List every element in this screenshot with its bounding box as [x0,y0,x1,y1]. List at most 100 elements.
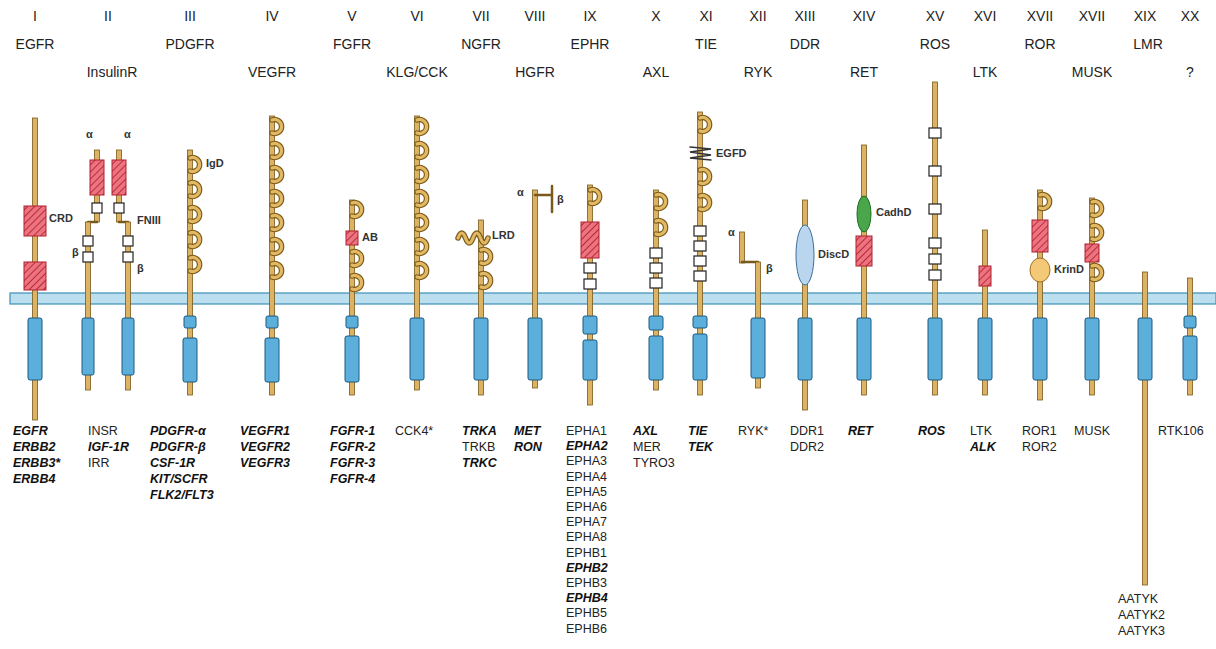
gene-name: PDGFR-α [150,424,206,438]
ig-loop-outline [1092,202,1102,216]
family-name: TIE [695,36,717,52]
gene-name: VEGFR2 [240,440,290,454]
ig-loop [272,264,282,278]
kinase-domain [1183,336,1197,380]
gene-name: AATYK3 [1118,624,1165,638]
ig-loop-outline [417,240,427,254]
fibronectin-domain [694,256,706,266]
gene-name: TEK [688,440,713,454]
family-number: III [184,8,196,24]
gene-name: EPHA7 [566,515,607,529]
fibronectin-domain [929,270,941,280]
fibronectin-domain [929,238,941,248]
kinase-domain [266,316,278,328]
family-name: HGFR [515,64,555,80]
ig-loop-outline [352,276,362,290]
ig-loop-outline [272,264,282,278]
cysteine-rich-domain [24,262,46,290]
fibronectin-domain [92,203,102,213]
kinase-domain [410,318,424,380]
kringle-domain [1030,258,1050,282]
ig-loop [190,258,200,272]
ig-loop-outline [417,144,427,158]
kinase-domain [751,318,765,378]
gene-name: MUSK [1074,424,1110,438]
cysteine-rich-domain [856,236,872,266]
family-number: XII [749,8,766,24]
cysteine-rich-domain [1085,244,1099,262]
ig-loop-outline [417,264,427,278]
domain-label: EGFD [716,147,747,160]
ig-loop-outline [272,120,282,134]
fibronectin-domain [694,271,706,281]
gene-name: IRR [88,456,110,470]
ig-loop-outline [590,190,600,204]
domain-label: β [137,262,144,275]
domain-label: β [557,193,564,206]
gene-name: LTK [970,424,992,438]
family-number: X [651,8,660,24]
fibronectin-domain [114,203,124,213]
disulfide-link [88,221,128,224]
family-name: EGFR [16,36,55,52]
gene-name: EPHA3 [566,454,607,468]
gene-name: TRKA [462,424,497,438]
ig-loop [1040,195,1050,209]
fibronectin-domain [83,236,93,246]
kinase-domain [265,338,279,382]
ig-loop-outline [1092,226,1102,240]
kinase-domain [184,316,196,328]
ig-loop [417,120,427,134]
gene-name: TYRO3 [633,456,675,470]
gene-name: TRKC [462,456,497,470]
ig-loop [352,276,362,290]
gene-name: ALK [970,440,996,454]
fibronectin-domain [650,278,662,288]
kinase-domain [583,316,597,334]
gene-name: ERBB4 [13,472,55,486]
ig-loop [272,192,282,206]
ig-loop-outline [190,208,200,222]
fibronectin-domain [650,248,662,258]
family-name: NGFR [461,36,501,52]
ig-loop-outline [700,118,710,132]
family-number: IV [265,8,278,24]
family-name: MUSK [1072,64,1112,80]
family-name: PDGFR [166,36,215,52]
gene-name: EPHA5 [566,485,607,499]
ig-loop-outline [481,274,491,288]
gene-name: ROR2 [1022,440,1057,454]
fibronectin-domain [694,241,706,251]
family-number: XIV [853,8,876,24]
fibronectin-domain [123,236,133,246]
kinase-domain [528,318,542,380]
ig-loop [656,221,666,235]
ig-loop [417,264,427,278]
gene-name: AATYK [1118,592,1158,606]
gene-name: CCK4* [395,424,433,438]
ig-loop-outline [352,203,362,217]
family-name: DDR [790,36,820,52]
gene-name: RET [848,424,873,438]
kinase-domain [1085,318,1099,380]
gene-name: MET [514,424,540,438]
gene-name: EPHB5 [566,606,607,620]
ig-loop-outline [417,216,427,230]
ig-loop-outline [417,120,427,134]
kinase-domain [693,316,707,328]
receptor-chain [740,232,745,263]
domain-label: DiscD [818,248,849,261]
ig-loop [272,240,282,254]
fibronectin-domain [584,263,596,273]
kinase-domain [1184,316,1196,328]
leucine-rich-outline [458,233,488,243]
family-name: KLG/CCK [386,64,447,80]
family-name: ROS [920,36,950,52]
family-number: XV [926,8,945,24]
ig-loop-outline [1040,195,1050,209]
family-name: RET [850,64,878,80]
fibronectin-domain [694,226,706,236]
cysteine-rich-domain [112,160,126,195]
family-number: VII [472,8,489,24]
